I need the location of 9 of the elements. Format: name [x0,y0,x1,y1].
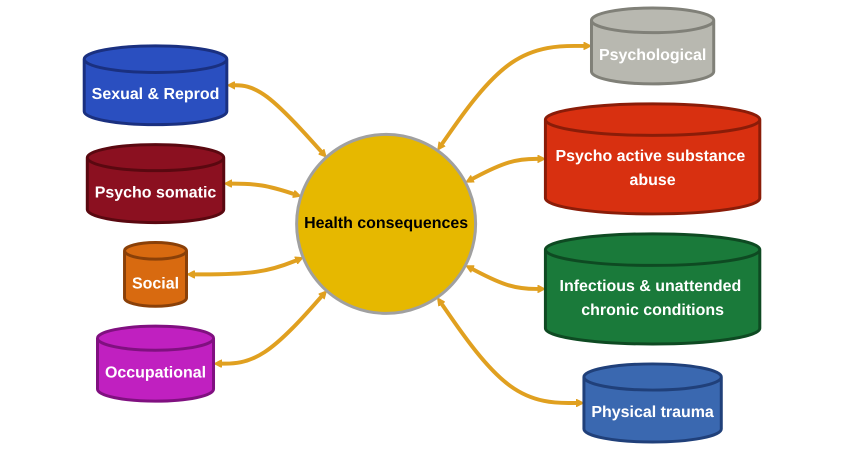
arrow [214,290,327,368]
arrow [465,265,546,294]
arrow [224,179,302,198]
arrow [465,154,546,183]
arrow [226,80,327,158]
arrow [186,256,304,279]
arrow [437,297,584,408]
arrow [437,42,592,151]
node-circle: Health consequences [295,132,478,315]
